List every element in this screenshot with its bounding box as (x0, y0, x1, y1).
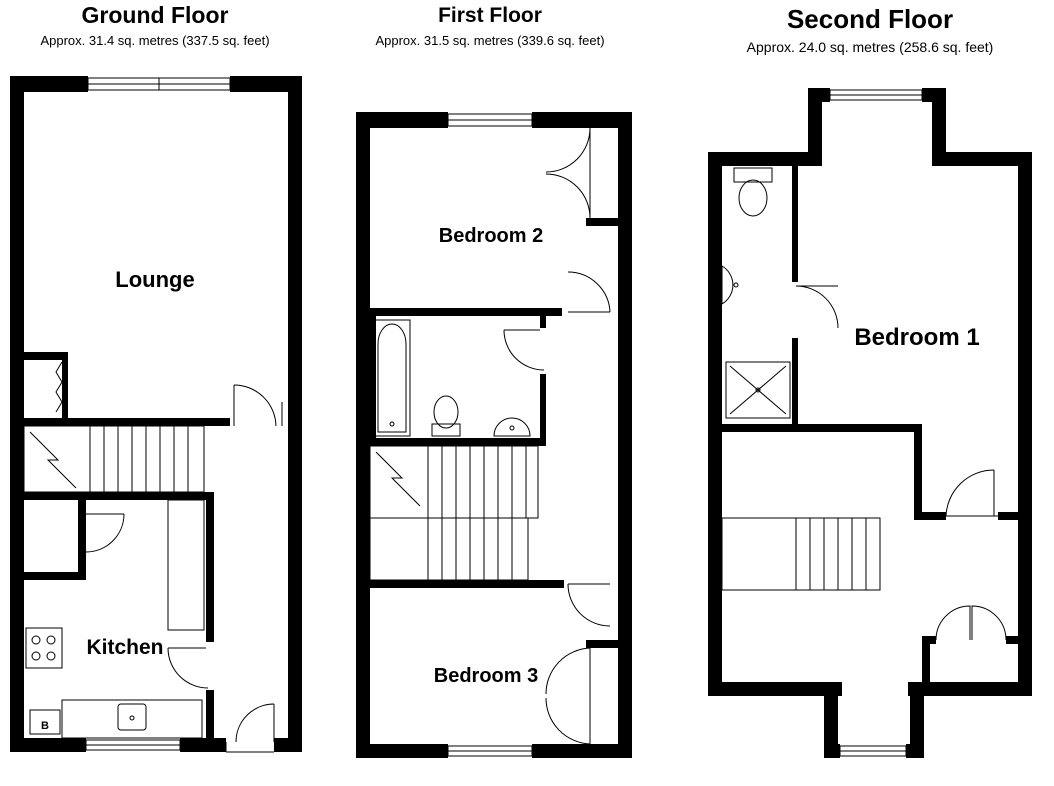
wall (24, 352, 68, 360)
wall (1018, 152, 1032, 696)
basin (493, 417, 531, 437)
wall (586, 640, 618, 648)
wall (356, 112, 370, 758)
first-floor-plan (356, 112, 632, 758)
wall (540, 316, 546, 328)
wall (10, 76, 24, 752)
toilet (433, 395, 459, 429)
wall (998, 512, 1018, 520)
wall (62, 352, 68, 418)
ground-floor-title: Ground Floor (81, 2, 229, 28)
boiler-label: B (41, 720, 49, 732)
wall (932, 88, 946, 166)
room-label-bedroom-1: Bedroom 1 (854, 324, 979, 351)
wall (356, 744, 448, 758)
wall (922, 636, 936, 644)
wall (792, 338, 798, 426)
second-floor-area: Approx. 24.0 sq. metres (258.6 sq. feet) (746, 39, 994, 55)
wall (10, 76, 88, 92)
wall (932, 152, 1032, 166)
basin (721, 265, 734, 305)
first-floor-title: First Floor (438, 4, 542, 27)
wall (274, 738, 302, 752)
wall (914, 424, 922, 518)
room-label-bedroom-2: Bedroom 2 (439, 225, 543, 247)
wall (288, 76, 302, 752)
wall (532, 744, 632, 758)
wall (24, 418, 230, 426)
room-label-kitchen: Kitchen (86, 636, 163, 659)
wall (910, 682, 924, 758)
wall (708, 152, 822, 166)
wall (906, 744, 924, 758)
wall (370, 308, 562, 316)
wall (356, 112, 448, 128)
room-label-lounge: Lounge (115, 267, 194, 292)
wall (10, 738, 86, 752)
wall (914, 512, 946, 520)
second-floor-plan (708, 88, 1032, 758)
wall (922, 88, 946, 102)
wall (24, 572, 86, 580)
wall (908, 682, 1032, 696)
wall (180, 738, 226, 752)
hob (25, 627, 63, 669)
wall (24, 492, 214, 500)
wall (370, 316, 376, 444)
wall (206, 690, 214, 738)
wall (708, 152, 722, 696)
wall (370, 438, 546, 446)
toilet (733, 167, 773, 183)
ground-floor-plan (10, 76, 302, 753)
wall (824, 744, 840, 758)
wall (1006, 636, 1018, 644)
ground-floor-area: Approx. 31.4 sq. metres (337.5 sq. feet) (40, 33, 270, 48)
wall (722, 424, 922, 432)
wall (808, 88, 822, 166)
wall (78, 500, 86, 580)
wall (540, 374, 546, 444)
wall (586, 218, 618, 226)
bath (373, 319, 411, 437)
shower (725, 361, 791, 419)
first-floor-area: Approx. 31.5 sq. metres (339.6 sq. feet) (375, 33, 605, 48)
wall (808, 88, 830, 102)
wall (370, 580, 564, 588)
wall (792, 166, 798, 282)
second-floor-title: Second Floor (786, 4, 954, 34)
wall (922, 636, 930, 682)
boiler (29, 709, 61, 735)
wall (206, 492, 214, 642)
wall (708, 682, 842, 696)
sink (117, 703, 147, 731)
room-label-bedroom-3: Bedroom 3 (434, 665, 538, 687)
wall (824, 682, 838, 758)
wall (532, 112, 632, 128)
wall (230, 76, 302, 92)
wall (618, 112, 632, 758)
